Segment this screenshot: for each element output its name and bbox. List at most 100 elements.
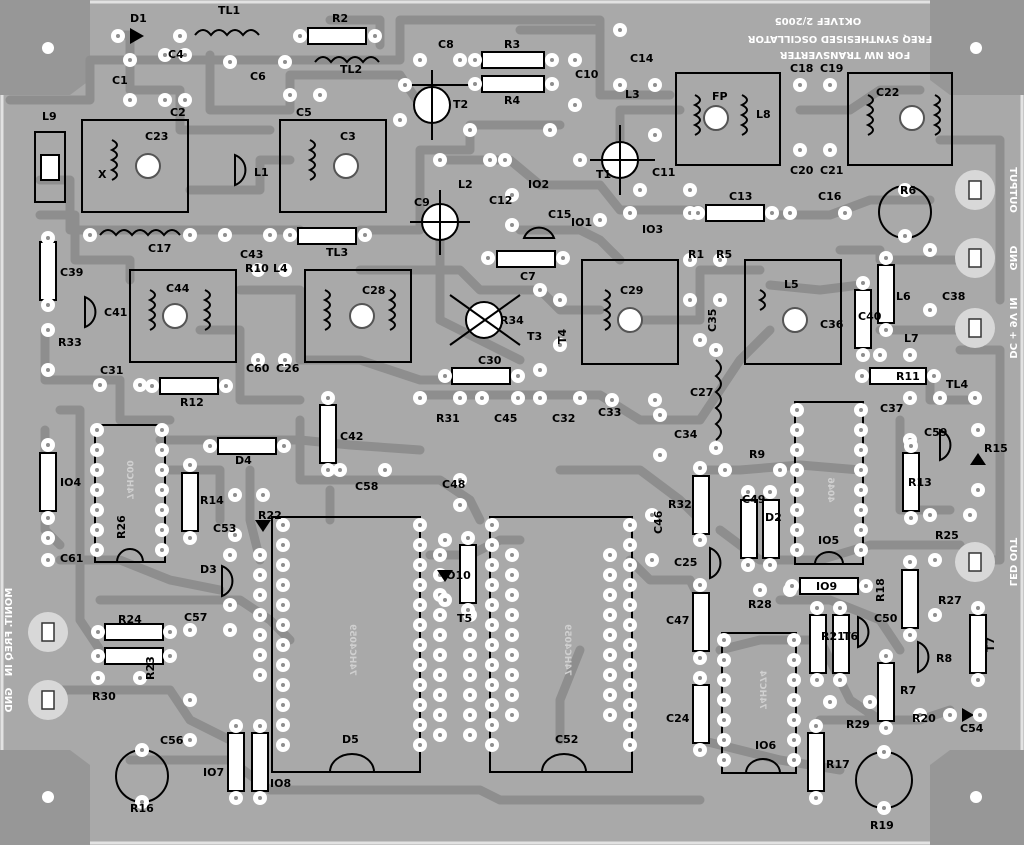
connector-labels: OUTPUT GND DC + 9V IN LED OUT MONIT. FRE… <box>4 167 1018 712</box>
ic-part-label-io5: 74HC00 <box>124 460 134 499</box>
label-r11: R11 <box>896 370 920 383</box>
label-c57: C57 <box>184 611 207 624</box>
label-fp: FP <box>712 90 728 103</box>
label-r21: R21 <box>821 630 845 643</box>
connector-monit-freq <box>28 612 68 652</box>
label-c24: C24 <box>666 712 690 725</box>
label-r26: R26 <box>115 515 128 539</box>
label-r34: R34 <box>500 314 524 327</box>
label-r32: R32 <box>668 498 692 511</box>
label-tl2: TL2 <box>340 63 362 76</box>
resistor-r8 <box>104 623 164 641</box>
label-c47: C47 <box>666 614 689 627</box>
connectors <box>28 170 995 720</box>
resistor-r21 <box>692 592 710 652</box>
label-d1: D1 <box>130 12 147 25</box>
rf-device-t4 <box>449 294 521 346</box>
transistor-t1 <box>234 153 247 187</box>
label-d5: D5 <box>342 733 359 746</box>
label-io2: IO2 <box>528 178 549 191</box>
label-r5: R5 <box>716 248 732 261</box>
label-c5: C5 <box>296 106 312 119</box>
label-r17: R17 <box>826 758 850 771</box>
connector-gnd-left <box>28 680 68 720</box>
label-c39: C39 <box>60 266 83 279</box>
resistor-r11 <box>159 377 219 395</box>
label-io1: IO1 <box>571 216 592 229</box>
transistor-io1 <box>522 226 556 239</box>
resistor-r12 <box>451 367 511 385</box>
label-c60: C60 <box>246 362 270 375</box>
resistor-r20 <box>692 684 710 744</box>
coil-l2 <box>279 119 387 213</box>
label-io10: IO10 <box>442 569 471 582</box>
label-c31: C31 <box>100 364 123 377</box>
label-c30: C30 <box>478 354 502 367</box>
label-t6: T6 <box>843 630 859 643</box>
connector-gnd-right <box>955 238 995 278</box>
ic-part-label-io7: 74HC4059 <box>562 624 572 676</box>
label-c32: C32 <box>552 412 575 425</box>
resistor-r9 <box>39 452 57 512</box>
label-t5: T5 <box>457 612 472 625</box>
label-r7: R7 <box>900 684 916 697</box>
crystal-x-body <box>40 154 60 181</box>
connector-dc-in <box>955 308 995 348</box>
label-l9: L9 <box>42 110 57 123</box>
label-c9: C9 <box>414 196 430 209</box>
transistor-io9 <box>221 564 234 598</box>
label-c2: C2 <box>170 106 186 119</box>
label-c25: C25 <box>674 556 697 569</box>
resistor-r15 <box>319 404 337 464</box>
label-c38: C38 <box>942 290 965 303</box>
label-c13: C13 <box>729 190 752 203</box>
ic-part-labels: 74HC00 74HC4059 74HC4059 74HC74 4046 <box>124 460 835 709</box>
resistor-r27 <box>799 577 859 595</box>
label-io6: IO6 <box>755 739 776 752</box>
label-c15: C15 <box>548 208 571 221</box>
resistor-r31 <box>869 367 927 385</box>
label-r6: R6 <box>900 184 916 197</box>
rf-device-io3 <box>410 190 470 255</box>
label-r1: R1 <box>688 248 704 261</box>
label-t1: T1 <box>596 168 611 181</box>
coil-l1 <box>81 119 189 213</box>
label-c1: C1 <box>112 74 128 87</box>
coil-l8 <box>675 72 781 166</box>
label-r9: R9 <box>749 448 765 461</box>
resistor-r2 <box>307 27 367 45</box>
label-l2: L2 <box>458 178 473 191</box>
label-c11: C11 <box>652 166 675 179</box>
connector-label-led-out: LED OUT <box>1007 538 1018 587</box>
label-r20: R20 <box>912 712 936 725</box>
transistor-t6 <box>857 615 870 649</box>
coil-cores <box>135 105 925 333</box>
label-c43: C43 <box>240 248 263 261</box>
label-io4: IO4 <box>60 476 81 489</box>
connector-label-monit-freq: MONIT. FREQ IN <box>4 588 15 677</box>
ic-part-label-io8: 74HC74 <box>757 670 767 709</box>
label-t2: T2 <box>453 98 468 111</box>
label-l8: L8 <box>756 108 771 121</box>
label-d3: D3 <box>200 563 217 576</box>
rf-device-io2 <box>590 125 655 195</box>
label-r18: R18 <box>874 578 887 602</box>
resistor-r14 <box>217 437 277 455</box>
label-c29: C29 <box>620 284 643 297</box>
coil-l6 <box>581 259 679 365</box>
label-r15: R15 <box>984 442 1008 455</box>
coil-windings <box>99 29 941 441</box>
resistor-r5 <box>496 250 556 268</box>
connector-label-gnd-left: GND <box>4 688 15 713</box>
resistor-r16 <box>251 732 269 792</box>
transistor-t7 <box>917 640 930 674</box>
label-c12: C12 <box>489 194 512 207</box>
coil-cans <box>81 72 953 365</box>
label-io8: IO8 <box>270 777 291 790</box>
label-r16: R16 <box>130 802 154 815</box>
label-c23: C23 <box>145 130 168 143</box>
label-l3: L3 <box>625 88 640 101</box>
resistor-r13 <box>181 472 199 532</box>
resistor-r19 <box>807 732 825 792</box>
